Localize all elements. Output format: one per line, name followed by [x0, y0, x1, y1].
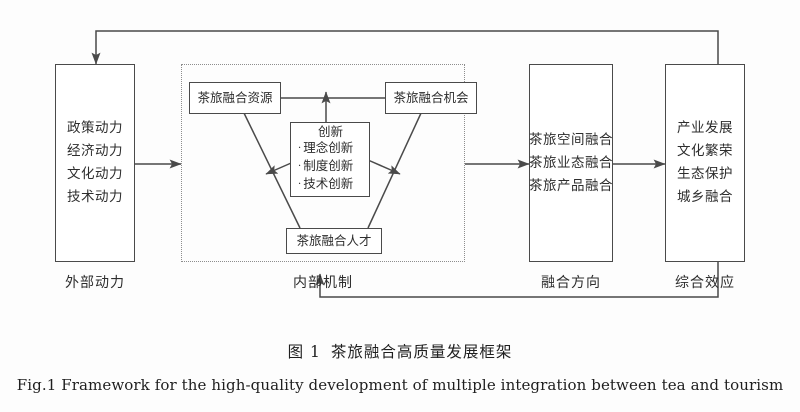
stage-label-internal: 内部机制 [293, 275, 353, 291]
direction-item: 茶旅业态融合 [529, 154, 613, 171]
figure-caption-english: Fig.1 Framework for the high-quality dev… [16, 376, 784, 394]
comprehensive-effect-box: 产业发展 文化繁荣 生态保护 城乡融合 [665, 64, 745, 262]
stage-label-direction: 融合方向 [541, 275, 601, 291]
effect-item: 城乡融合 [677, 189, 733, 205]
external-driver-item: 经济动力 [67, 143, 123, 159]
bullet-icon: · [298, 161, 302, 172]
innovation-item: ·理念创新 [298, 140, 353, 158]
innovation-heading: 创新 [317, 124, 343, 139]
stage-label-external: 外部动力 [65, 275, 125, 291]
direction-item: 茶旅空间融合 [529, 131, 613, 148]
innovation-item-label: 技术创新 [303, 176, 354, 191]
talent-label: 茶旅融合人才 [296, 233, 372, 248]
opportunity-label: 茶旅融合机会 [393, 90, 469, 105]
resources-box: 茶旅融合资源 [189, 82, 281, 114]
innovation-item: ·制度创新 [298, 158, 353, 176]
bullet-icon: · [298, 143, 302, 154]
direction-item: 茶旅产品融合 [529, 177, 613, 194]
effect-item: 生态保护 [677, 166, 733, 182]
opportunity-box: 茶旅融合机会 [385, 82, 477, 114]
internal-mechanism-region [181, 64, 465, 262]
bullet-icon: · [298, 179, 302, 190]
external-drivers-box: 政策动力 经济动力 文化动力 技术动力 [55, 64, 135, 262]
stage-label-effect: 综合效应 [675, 275, 735, 291]
innovation-item-label: 制度创新 [303, 158, 354, 173]
external-driver-item: 技术动力 [67, 189, 123, 205]
figure-number: 图 1 [287, 343, 321, 361]
effect-item: 产业发展 [677, 120, 733, 136]
innovation-item-label: 理念创新 [303, 140, 354, 155]
figure-title-chinese: 茶旅融合高质量发展框架 [330, 343, 513, 361]
external-driver-item: 文化动力 [67, 166, 123, 182]
talent-box: 茶旅融合人才 [286, 228, 382, 254]
innovation-box: 创新 ·理念创新 ·制度创新 ·技术创新 [290, 122, 370, 197]
effect-item: 文化繁荣 [677, 143, 733, 159]
integration-direction-box: 茶旅空间融合 茶旅业态融合 茶旅产品融合 [529, 64, 613, 262]
resources-label: 茶旅融合资源 [197, 90, 273, 105]
external-driver-item: 政策动力 [67, 120, 123, 136]
innovation-item: ·技术创新 [298, 176, 353, 194]
figure-caption-chinese: 图 1 茶旅融合高质量发展框架 [0, 340, 800, 362]
